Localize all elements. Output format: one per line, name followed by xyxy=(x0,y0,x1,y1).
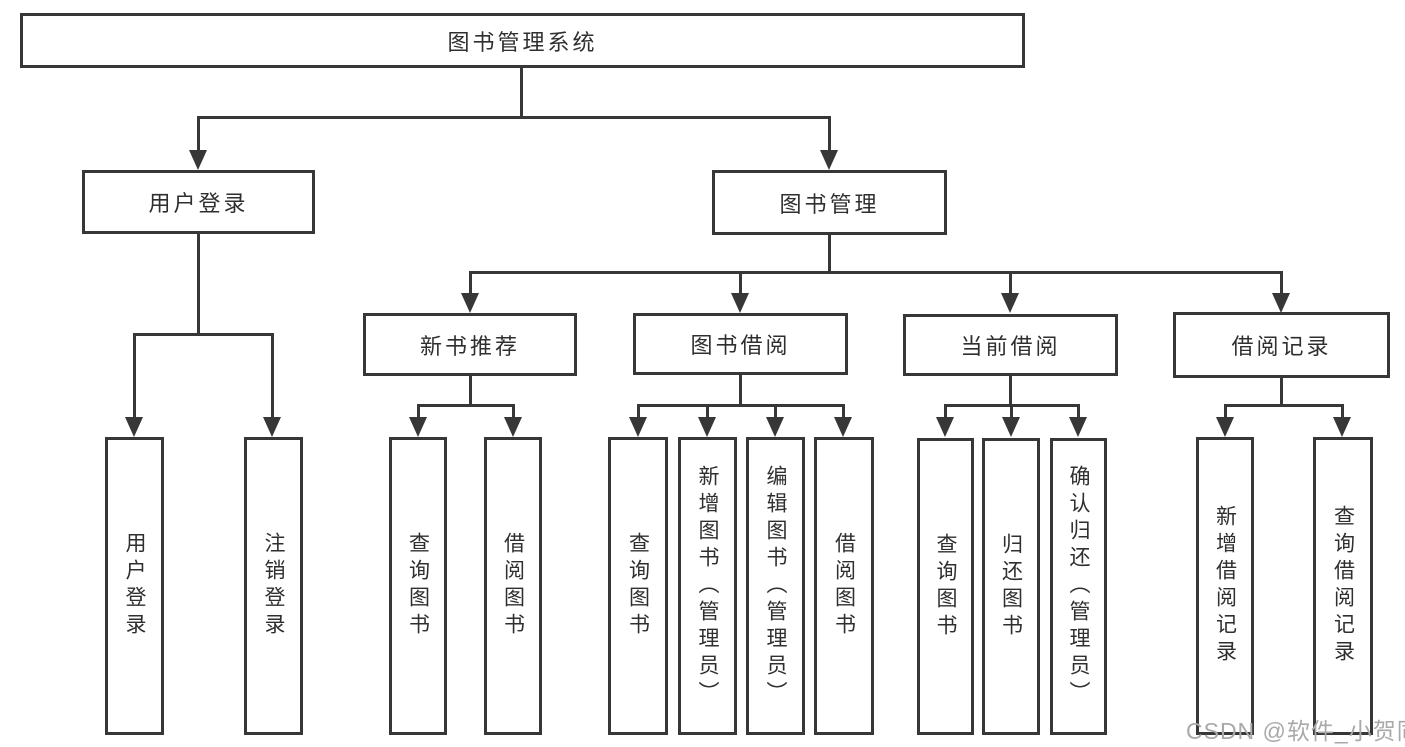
connector-line xyxy=(842,404,845,418)
leaf-confirm-return-admin: 确认归还（管理员） xyxy=(1050,438,1107,735)
arrowhead-down-icon xyxy=(461,293,479,313)
arrowhead-down-icon xyxy=(125,417,143,437)
leaf-label: 查询图书 xyxy=(406,532,430,640)
connector-line xyxy=(1077,404,1080,418)
leaf-query-books-borrowing: 查询图书 xyxy=(608,437,668,735)
leaf-label: 查询图书 xyxy=(934,532,958,641)
connector-line xyxy=(1280,378,1283,407)
connector-line xyxy=(828,235,831,274)
leaf-return-books: 归还图书 xyxy=(982,438,1040,735)
node-library-management-system: 图书管理系统 xyxy=(20,13,1025,68)
connector-line xyxy=(469,271,472,294)
leaf-add-borrow-record: 新增借阅记录 xyxy=(1196,437,1254,735)
arrowhead-down-icon xyxy=(1069,417,1087,437)
node-book-borrowing: 图书借阅 xyxy=(633,313,848,375)
connector-line xyxy=(706,404,709,418)
connector-line xyxy=(271,333,274,418)
leaf-label: 新增借阅记录 xyxy=(1213,505,1237,667)
node-user-login: 用户登录 xyxy=(82,170,315,234)
leaf-label: 借阅图书 xyxy=(501,532,525,640)
leaf-add-books-admin: 新增图书（管理员） xyxy=(678,437,737,735)
connector-line xyxy=(1009,376,1012,407)
arrowhead-down-icon xyxy=(263,417,281,437)
leaf-label: 归还图书 xyxy=(999,532,1023,641)
connector-line xyxy=(1009,271,1012,294)
node-book-management: 图书管理 xyxy=(712,170,947,235)
leaf-borrow-books: 借阅图书 xyxy=(814,437,874,735)
connector-line xyxy=(739,271,742,294)
connector-line xyxy=(469,271,1282,274)
connector-line xyxy=(1224,404,1344,407)
connector-line xyxy=(637,404,640,418)
connector-line xyxy=(197,116,200,151)
connector-line xyxy=(133,333,136,418)
arrowhead-down-icon xyxy=(1002,417,1020,437)
connector-line xyxy=(520,68,523,118)
connector-line xyxy=(944,404,947,418)
connector-line xyxy=(197,234,200,335)
leaf-label: 借阅图书 xyxy=(832,532,856,640)
arrowhead-down-icon xyxy=(698,417,716,437)
leaf-borrow-books-recommend: 借阅图书 xyxy=(484,437,542,735)
node-new-book-recommend: 新书推荐 xyxy=(363,313,577,376)
connector-line xyxy=(1280,271,1283,294)
connector-line xyxy=(739,375,742,407)
connector-line xyxy=(417,404,515,407)
leaf-user-login: 用户登录 xyxy=(105,437,164,735)
connector-line xyxy=(1341,404,1344,418)
node-borrowing-records: 借阅记录 xyxy=(1173,312,1390,378)
csdn-watermark: CSDN @软件_小贺同学 xyxy=(1186,718,1405,744)
leaf-label: 新增图书（管理员） xyxy=(696,464,720,708)
connector-line xyxy=(1010,404,1013,418)
leaf-query-books-current: 查询图书 xyxy=(917,438,974,735)
leaf-label: 查询图书 xyxy=(626,532,650,640)
arrowhead-down-icon xyxy=(504,417,522,437)
connector-line xyxy=(828,116,831,151)
arrowhead-down-icon xyxy=(1001,293,1019,313)
leaf-edit-books-admin: 编辑图书（管理员） xyxy=(746,437,805,735)
arrowhead-down-icon xyxy=(409,417,427,437)
arrowhead-down-icon xyxy=(820,150,838,170)
arrowhead-down-icon xyxy=(936,417,954,437)
leaf-label: 注销登录 xyxy=(262,532,286,640)
leaf-logout: 注销登录 xyxy=(244,437,303,735)
connector-line xyxy=(774,404,777,418)
connector-line xyxy=(512,404,515,418)
leaf-query-borrow-record: 查询借阅记录 xyxy=(1313,437,1373,735)
leaf-label: 确认归还（管理员） xyxy=(1067,465,1091,708)
arrowhead-down-icon xyxy=(1333,417,1351,437)
arrowhead-down-icon xyxy=(1216,417,1234,437)
arrowhead-down-icon xyxy=(731,293,749,313)
leaf-label: 查询借阅记录 xyxy=(1331,505,1355,667)
connector-line xyxy=(133,333,274,336)
arrowhead-down-icon xyxy=(629,417,647,437)
connector-line xyxy=(197,116,831,119)
arrowhead-down-icon xyxy=(834,417,852,437)
leaf-label: 用户登录 xyxy=(123,532,147,640)
leaf-label: 编辑图书（管理员） xyxy=(764,464,788,708)
connector-line xyxy=(417,404,420,418)
connector-line xyxy=(1224,404,1227,418)
arrowhead-down-icon xyxy=(189,150,207,170)
node-current-borrowing: 当前借阅 xyxy=(903,314,1118,376)
connector-line xyxy=(469,375,472,407)
leaf-query-books-recommend: 查询图书 xyxy=(389,437,447,735)
arrowhead-down-icon xyxy=(1272,293,1290,313)
arrowhead-down-icon xyxy=(766,417,784,437)
connector-line xyxy=(637,404,845,407)
